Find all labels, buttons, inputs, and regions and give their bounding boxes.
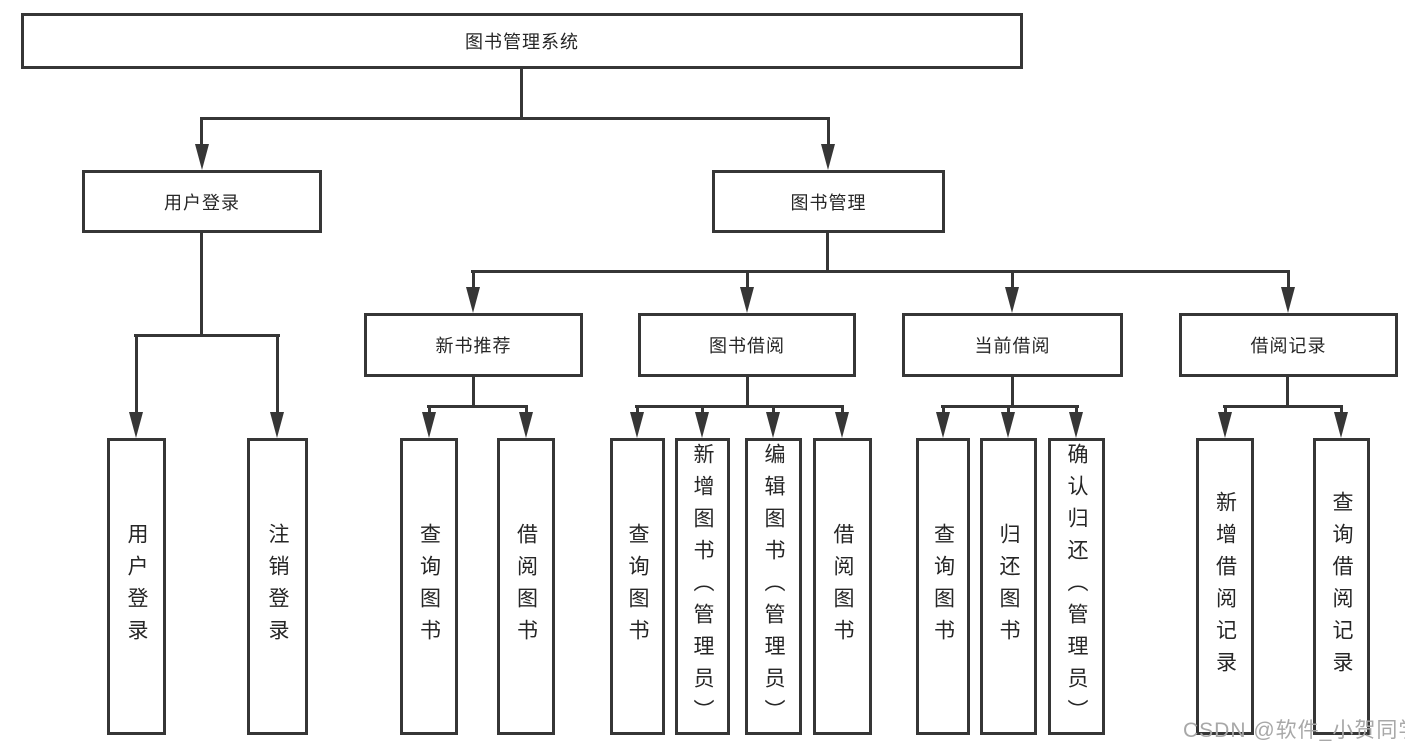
connector-line bbox=[134, 334, 280, 337]
arrowhead bbox=[1001, 412, 1015, 438]
node-label: 用户登录 bbox=[164, 192, 240, 213]
connector-line bbox=[1286, 377, 1289, 408]
connector-line bbox=[472, 270, 475, 289]
connector-line bbox=[746, 270, 749, 289]
node-label: 查询图书 bbox=[417, 522, 441, 651]
leaf-add-borrow-record: 新增借阅记录 bbox=[1196, 438, 1254, 735]
node-label: 图书管理 bbox=[790, 192, 867, 213]
node-label: 当前借阅 bbox=[974, 336, 1051, 356]
arrowhead bbox=[740, 287, 754, 313]
connector-line bbox=[200, 117, 203, 146]
connector-line bbox=[1224, 405, 1227, 414]
arrowhead bbox=[695, 412, 709, 438]
node-label: 查询图书 bbox=[931, 522, 955, 651]
arrowhead bbox=[466, 287, 480, 313]
connector-line bbox=[472, 377, 475, 408]
node-label: 新增图书（管理员） bbox=[691, 442, 714, 731]
leaf-borrow-books-2: 借阅图书 bbox=[813, 438, 872, 735]
node-label: 图书借阅 bbox=[709, 336, 785, 356]
arrowhead bbox=[129, 412, 143, 438]
node-book-borrowing: 图书借阅 bbox=[638, 313, 856, 377]
arrowhead bbox=[766, 412, 780, 438]
connector-line bbox=[520, 69, 523, 119]
connector-line bbox=[1075, 405, 1078, 414]
connector-line bbox=[1011, 377, 1014, 408]
leaf-return-books: 归还图书 bbox=[980, 438, 1037, 735]
arrowhead bbox=[1281, 287, 1295, 313]
connector-line bbox=[772, 405, 775, 414]
node-label: 借阅记录 bbox=[1250, 336, 1327, 356]
node-new-book-recommendation: 新书推荐 bbox=[364, 313, 583, 377]
node-label: 查询借阅记录 bbox=[1330, 490, 1353, 683]
leaf-query-books-1: 查询图书 bbox=[400, 438, 458, 735]
connector-line bbox=[428, 405, 431, 414]
arrowhead bbox=[936, 412, 950, 438]
connector-line bbox=[942, 405, 945, 414]
connector-line bbox=[941, 405, 1079, 408]
leaf-borrow-books-1: 借阅图书 bbox=[497, 438, 555, 735]
node-label: 确认归还（管理员） bbox=[1065, 442, 1088, 731]
connector-line bbox=[826, 233, 829, 273]
node-label: 借阅图书 bbox=[514, 522, 538, 651]
leaf-edit-book-admin: 编辑图书（管理员） bbox=[745, 438, 802, 735]
connector-line bbox=[841, 405, 844, 414]
arrowhead bbox=[1218, 412, 1232, 438]
connector-line bbox=[636, 405, 639, 414]
arrowhead bbox=[1005, 287, 1019, 313]
connector-line bbox=[746, 377, 749, 408]
node-label: 归还图书 bbox=[997, 522, 1020, 651]
leaf-query-books-3: 查询图书 bbox=[916, 438, 970, 735]
leaf-confirm-return-admin: 确认归还（管理员） bbox=[1048, 438, 1105, 735]
node-label: 注销登录 bbox=[266, 522, 289, 651]
node-label: 借阅图书 bbox=[831, 522, 854, 651]
connector-line bbox=[427, 405, 528, 408]
arrowhead bbox=[1069, 412, 1083, 438]
node-user-login: 用户登录 bbox=[82, 170, 322, 233]
arrowhead bbox=[821, 144, 835, 170]
arrowhead bbox=[519, 412, 533, 438]
node-borrowing-records: 借阅记录 bbox=[1179, 313, 1398, 377]
connector-line bbox=[200, 233, 203, 337]
arrowhead bbox=[422, 412, 436, 438]
node-book-management: 图书管理 bbox=[712, 170, 945, 233]
arrowhead bbox=[630, 412, 644, 438]
node-label: 编辑图书（管理员） bbox=[762, 442, 785, 731]
arrowhead bbox=[270, 412, 284, 438]
connector-line bbox=[276, 334, 279, 413]
connector-line bbox=[135, 334, 138, 413]
node-current-borrowing: 当前借阅 bbox=[902, 313, 1123, 377]
leaf-add-book-admin: 新增图书（管理员） bbox=[675, 438, 730, 735]
connector-line bbox=[827, 117, 830, 146]
leaf-user-login: 用户登录 bbox=[107, 438, 166, 735]
connector-line bbox=[1340, 405, 1343, 414]
connector-line bbox=[1007, 405, 1010, 414]
leaf-query-borrow-record: 查询借阅记录 bbox=[1313, 438, 1370, 735]
node-label: 新增借阅记录 bbox=[1213, 490, 1237, 683]
connector-line bbox=[701, 405, 704, 414]
connector-line bbox=[525, 405, 528, 414]
node-label: 用户登录 bbox=[125, 522, 148, 651]
node-label: 查询图书 bbox=[626, 522, 649, 651]
arrowhead bbox=[195, 144, 209, 170]
leaf-query-books-2: 查询图书 bbox=[610, 438, 665, 735]
node-label: 图书管理系统 bbox=[465, 32, 579, 52]
connector-line bbox=[1223, 405, 1343, 408]
connector-line bbox=[1287, 270, 1290, 289]
node-label: 新书推荐 bbox=[435, 336, 512, 356]
arrowhead bbox=[1334, 412, 1348, 438]
connector-line bbox=[471, 270, 1290, 273]
leaf-logout: 注销登录 bbox=[247, 438, 308, 735]
connector-line bbox=[635, 405, 844, 408]
connector-line bbox=[1011, 270, 1014, 289]
watermark: CSDN @软件_小贺同学 bbox=[1183, 719, 1405, 742]
connector-line bbox=[200, 117, 830, 120]
arrowhead bbox=[835, 412, 849, 438]
node-library-management-system: 图书管理系统 bbox=[21, 13, 1023, 69]
